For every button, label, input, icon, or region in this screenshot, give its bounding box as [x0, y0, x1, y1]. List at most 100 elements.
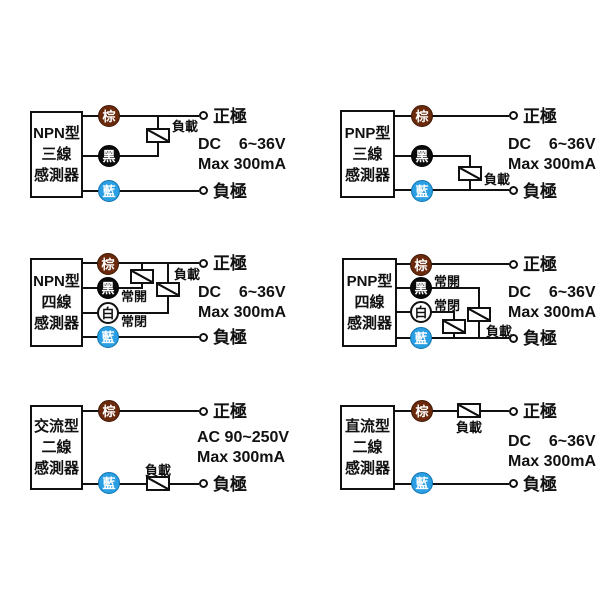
load-resistor-icon	[457, 403, 481, 418]
spec-current: Max 300mA	[198, 156, 287, 173]
brown-wire	[395, 410, 509, 412]
no-load-resistor-icon	[467, 307, 491, 322]
positive-label: 正極	[213, 254, 247, 273]
sensor-box-title-line: 二線	[41, 439, 72, 456]
blue-wire-glyph: 藍	[102, 475, 116, 491]
positive-terminal-icon	[199, 259, 208, 268]
spec-current: Max 300mA	[197, 449, 286, 466]
positive-terminal-icon	[509, 111, 518, 120]
load-resistor-icon	[146, 476, 170, 491]
white-wire-badge: 白	[410, 301, 432, 323]
blue-wire-badge: 藍	[98, 180, 120, 202]
sensor-box-title-line: 感測器	[344, 166, 390, 184]
sensor-box-title-line: 四線	[41, 294, 72, 311]
sensor-box-title-line: 感測器	[33, 315, 79, 332]
black-wire-glyph: 黑	[414, 280, 428, 296]
blue-wire-glyph: 藍	[415, 475, 429, 491]
negative-label: 負極	[213, 475, 247, 494]
brown-wire-badge: 棕	[98, 400, 120, 422]
blue-wire-badge: 藍	[410, 327, 432, 349]
positive-label: 正極	[213, 107, 247, 126]
load-label: 負載	[145, 463, 172, 478]
white-wire-glyph: 白	[101, 305, 115, 321]
brown-wire-glyph: 棕	[414, 257, 428, 273]
load-resistor-icon	[146, 128, 170, 143]
sensor-box-title-line: 三線	[352, 145, 383, 163]
brown-wire-glyph: 棕	[102, 108, 116, 124]
spec-block: DC 6~36V Max 300mA	[508, 432, 596, 472]
sensor-box-title-line: 三線	[41, 146, 72, 163]
blue-wire-glyph: 藍	[414, 330, 428, 346]
brown-wire-badge: 棕	[411, 400, 433, 422]
white-wire-glyph: 白	[414, 304, 428, 320]
black-wire-badge: 黑	[97, 277, 119, 299]
blue-wire-glyph: 藍	[101, 329, 115, 345]
negative-terminal-icon	[509, 186, 518, 195]
negative-terminal-icon	[199, 333, 208, 342]
negative-label: 負極	[213, 182, 247, 201]
sensor-box: PNP型 四線 感測器	[342, 258, 397, 347]
sensor-box-title-line: 直流型	[344, 418, 390, 435]
brown-wire-badge: 棕	[98, 105, 120, 127]
nc-load-resistor-icon	[156, 282, 180, 297]
black-wire-badge: 黑	[410, 277, 432, 299]
negative-label: 負極	[523, 329, 557, 348]
negative-terminal-icon	[509, 334, 518, 343]
black-wire-glyph: 黑	[102, 148, 116, 164]
spec-block: DC 6~36V Max 300mA	[508, 135, 596, 175]
sensor-box-title-line: NPN型	[33, 125, 80, 142]
negative-terminal-icon	[199, 186, 208, 195]
brown-wire-badge: 棕	[97, 253, 119, 275]
spec-voltage: DC 6~36V	[508, 136, 596, 153]
sensor-box-title-line: 交流型	[33, 418, 79, 435]
black-wire	[83, 155, 158, 157]
black-wire-badge: 黑	[411, 145, 433, 167]
positive-terminal-icon	[509, 260, 518, 269]
sensor-box-title-line: PNP型	[344, 124, 391, 142]
normally-open-label: 常開	[434, 274, 461, 289]
negative-label: 負極	[523, 475, 557, 494]
blue-wire-badge: 藍	[98, 472, 120, 494]
blue-wire	[83, 483, 199, 485]
sensor-box-title-line: 四線	[354, 294, 385, 311]
spec-voltage: AC 90~250V	[197, 429, 290, 446]
sensor-box-title-line: PNP型	[346, 273, 393, 290]
load-resistor-icon	[458, 166, 482, 181]
brown-wire-badge: 棕	[410, 254, 432, 276]
negative-label: 負極	[523, 182, 557, 201]
blue-wire	[83, 190, 199, 192]
white-wire	[83, 312, 169, 314]
blue-wire-badge: 藍	[97, 326, 119, 348]
positive-label: 正極	[523, 402, 557, 421]
blue-wire-badge: 藍	[411, 180, 433, 202]
sensor-box-title-line: 二線	[352, 439, 383, 456]
brown-wire-glyph: 棕	[415, 108, 429, 124]
positive-terminal-icon	[199, 407, 208, 416]
spec-voltage: DC 6~36V	[198, 284, 286, 301]
sensor-box: PNP型 三線 感測器	[340, 110, 395, 198]
black-wire-glyph: 黑	[415, 148, 429, 164]
positive-label: 正極	[523, 255, 557, 274]
sensor-box-title-line: 感測器	[33, 460, 79, 477]
brown-wire	[395, 115, 509, 117]
load-label: 負載	[486, 324, 513, 339]
black-wire	[397, 287, 480, 289]
normally-closed-label: 常閉	[434, 298, 461, 313]
brown-wire-badge: 棕	[411, 105, 433, 127]
positive-terminal-icon	[509, 407, 518, 416]
sensor-box-title-line: 感測器	[344, 460, 390, 477]
positive-label: 正極	[523, 107, 557, 126]
black-wire-glyph: 黑	[101, 280, 115, 296]
brown-wire	[397, 263, 509, 265]
white-wire-badge: 白	[97, 302, 119, 324]
spec-current: Max 300mA	[508, 453, 597, 470]
normally-open-label: 常開	[121, 289, 148, 304]
brown-wire	[83, 410, 199, 412]
negative-label: 負極	[213, 328, 247, 347]
positive-terminal-icon	[199, 111, 208, 120]
blue-wire-glyph: 藍	[102, 183, 116, 199]
blue-wire-glyph: 藍	[415, 183, 429, 199]
spec-block: DC 6~36V Max 300mA	[198, 135, 286, 175]
spec-current: Max 300mA	[508, 304, 597, 321]
